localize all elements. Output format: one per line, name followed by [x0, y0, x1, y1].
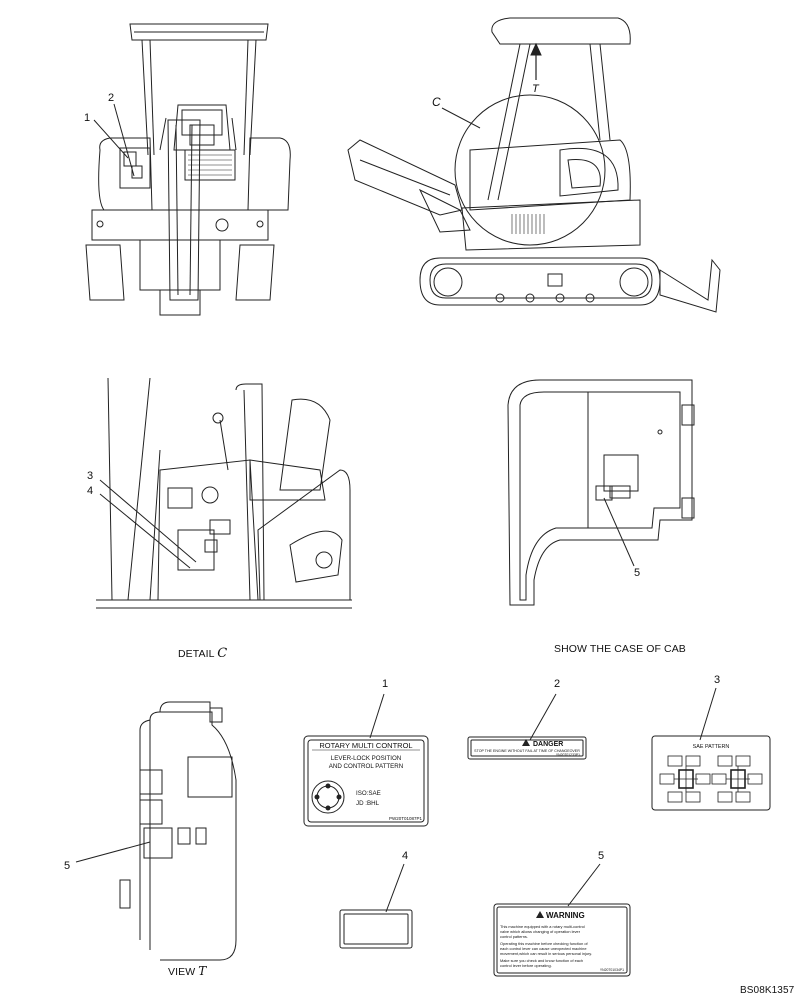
view-t-prefix: VIEW [168, 966, 196, 978]
side-view-excavator [347, 17, 721, 313]
decal-text: ROTARY MULTI CONTROL LEVER-LOCK POSITION… [319, 83, 729, 972]
decal1-title: ROTARY MULTI CONTROL [319, 741, 412, 750]
detail-c-view [96, 377, 352, 609]
leader-lines [75, 103, 717, 913]
callout-5-view-t: 5 [64, 860, 71, 872]
detail-c-mark: C [217, 646, 228, 661]
decal-label-4: 4 [402, 850, 409, 862]
decal5-l2: valve which allows changing of operation… [500, 929, 581, 934]
decal5-l4: Operating this machine before checking f… [500, 941, 589, 946]
decal-2-danger [467, 736, 587, 760]
front-view-excavator [85, 23, 291, 316]
cab-view [507, 379, 695, 606]
decal5-l7: Make sure you check and know function of… [500, 958, 583, 963]
drawing-id: BS08K1357 [740, 985, 795, 996]
decal-label-2: 2 [554, 678, 561, 690]
callout-4: 4 [87, 485, 94, 497]
decal1-code: PW20T01087P1 [389, 816, 423, 821]
detail-c-prefix: DETAIL [178, 648, 215, 660]
decal-1-rotary-multi-control [303, 735, 429, 827]
decal5-l3: control patterns. [500, 934, 528, 939]
decal1-line1: LEVER-LOCK POSITION [331, 755, 402, 762]
decal3-title: SAE PATTERN [693, 744, 730, 750]
decal-label-1: 1 [382, 678, 389, 690]
decal-4-blank [339, 909, 413, 949]
cab-caption: SHOW THE CASE OF CAB [554, 643, 686, 655]
decal-label-5: 5 [598, 850, 605, 862]
side-view-mark-c: C [432, 95, 441, 109]
decal5-l8: control lever before operating. [500, 963, 552, 968]
decal5-header: WARNING [546, 911, 585, 920]
view-t [119, 701, 237, 961]
callout-2: 2 [108, 92, 115, 104]
decal1-opt2: JD :BHL [356, 800, 380, 807]
view-t-caption: VIEW T [168, 964, 206, 978]
callout-5-cab: 5 [634, 567, 641, 579]
decal-label-3: 3 [714, 674, 721, 686]
decal-3-sae-pattern [651, 735, 771, 811]
decal2-code: YN20T01233P1 [556, 753, 580, 757]
view-t-mark: T [198, 964, 207, 978]
side-view-mark-t: T [532, 83, 540, 95]
decal-5-warning [493, 903, 631, 977]
callout-3: 3 [87, 470, 94, 482]
decal5-code: YN20T01034P1 [600, 968, 624, 972]
decal5-l6: movement,which can result in serious per… [500, 951, 592, 956]
decal1-opt1: ISO:SAE [356, 790, 381, 797]
decal1-line2: AND CONTROL PATTERN [329, 763, 403, 770]
decal5-l1: This machine equipped with a rotary mult… [500, 924, 585, 929]
decal2-header: DANGER [533, 741, 563, 748]
callout-1: 1 [84, 112, 91, 124]
detail-c-caption: DETAIL C [178, 646, 227, 661]
decal5-l5: each control lever can cause unexpected … [500, 946, 587, 951]
decal2-text: STOP THE ENGINE WITHOUT FAIL AT TIME OF … [474, 749, 580, 753]
